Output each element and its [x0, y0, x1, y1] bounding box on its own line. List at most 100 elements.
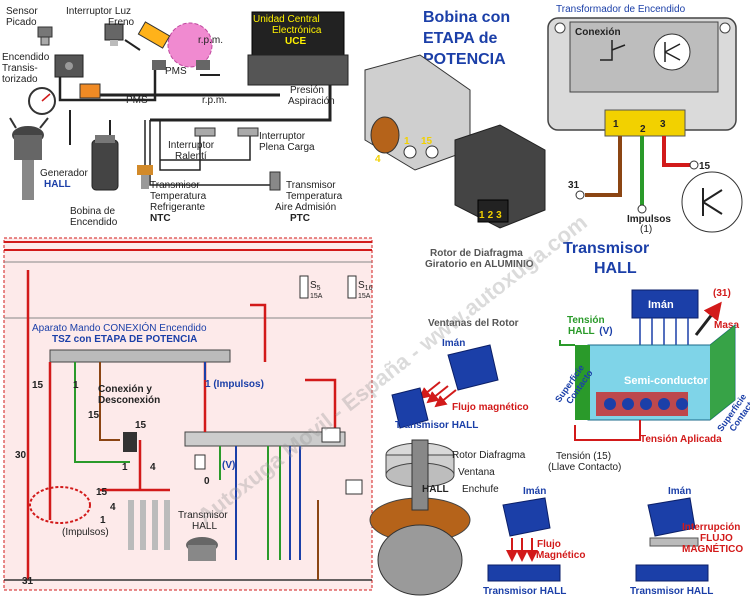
label-tension-15: Tensión (15) (Llave Contacto): [548, 451, 621, 473]
label-1-coil: 1: [122, 462, 128, 473]
label-pin-3: 3: [660, 119, 666, 130]
hall-sensor-rotor-icon: [391, 387, 429, 429]
transformador-title: Transformador de Encendido: [556, 4, 686, 15]
hall-sensor-right: [635, 564, 709, 582]
spark-plugs-icon: [128, 500, 170, 550]
label-generador-hall: Generador HALL: [40, 168, 91, 190]
coil-icon: [91, 135, 119, 191]
hall-panel: Transmisor HALL Imán (31) Masa Semi-cond…: [548, 240, 750, 473]
label-ptc: Transmisor Temperatura Aire Admisión PTC: [275, 180, 345, 224]
label-rpm-top: r.p.m.: [198, 35, 223, 46]
transformador-panel: Transformador de Encendido Conexión 1 2 …: [547, 4, 743, 235]
label-impulsos: Impulsos (1): [627, 214, 674, 235]
magnet-left-icon: [502, 497, 551, 537]
label-tension-aplicada: Tensión Aplicada: [640, 434, 722, 445]
label-conexion: Conexión: [575, 27, 621, 38]
label-15: 15: [699, 161, 711, 172]
label-pin-1: 1: [613, 119, 619, 130]
transformer-connector: [604, 109, 686, 137]
crank-gear-icon: [137, 21, 213, 70]
label-encendido: Encendido Transis- torizado: [2, 52, 52, 85]
magnet-right-icon: [647, 497, 696, 537]
idle-switch-icon: [194, 127, 216, 137]
label-hall-rotor: HALL: [422, 484, 449, 495]
label-masa: Masa: [714, 320, 739, 331]
terminal-15-icon: [425, 145, 439, 159]
label-transmisor-rotor: Transmisor HALL: [395, 420, 478, 431]
ignition-module-icon: [54, 54, 84, 78]
label-v: (V): [222, 460, 235, 471]
label-pms-mid: PMS: [126, 95, 148, 106]
coil-body: [364, 54, 471, 171]
label-plena-carga: Interruptor Plena Carga: [259, 131, 315, 153]
label-conexion-desconexion: Conexión y Desconexión: [98, 384, 160, 406]
ignition-lock-icon: [194, 454, 206, 470]
ntc-sensor-icon: [137, 165, 153, 189]
terminal-1-icon: [403, 145, 417, 159]
electrons: [604, 398, 688, 410]
flux-lines: [639, 318, 689, 345]
brake-switch-icon: [104, 23, 124, 46]
module-connector: [477, 199, 509, 223]
aparato-title: Aparato Mando CONEXIÓN Encendido TSZ con…: [32, 321, 209, 345]
flux-arrows-left: [506, 538, 538, 562]
contact-left: [575, 345, 590, 420]
label-term-1: 1: [404, 136, 410, 147]
coil-tower: [370, 116, 400, 154]
gauge-small-icon: [321, 427, 341, 443]
uce-box: [247, 11, 349, 86]
distributor-small-icon: [186, 537, 218, 561]
label-1-lower: 1: [100, 515, 106, 526]
contact-right: [710, 325, 735, 420]
sensor-small-icon: [345, 479, 363, 495]
distributor-icon: [9, 117, 49, 200]
rotor-drum-icon: [369, 439, 471, 596]
full-load-switch-icon: [237, 127, 259, 137]
label-term-4: 4: [375, 154, 381, 165]
label-ralenti: Interruptor Ralentí: [168, 140, 217, 162]
label-1: 1: [73, 380, 79, 391]
bobina-title: Bobina con ETAPA de POTENCIA: [423, 9, 515, 68]
label-iman-rotor: Imán: [442, 338, 465, 349]
label-15-mid: 15: [88, 410, 100, 421]
label-uce: Unidad Central Electrónica UCE: [253, 14, 324, 47]
label-rpm-mid: r.p.m.: [202, 95, 227, 106]
switch-symbol: [600, 40, 626, 61]
label-4-coil: 4: [150, 462, 156, 473]
label-rotor-diafragma: Rotor Diafragma: [452, 450, 526, 461]
transistor-symbol: [653, 33, 691, 71]
fuse-s5: [299, 275, 309, 299]
label-30: 30: [15, 450, 27, 461]
ptc-sensor-icon: [269, 171, 281, 191]
label-sensor-picado: Sensor Picado: [6, 6, 40, 28]
label-term-15: 15: [421, 136, 433, 147]
label-pms-top: PMS: [165, 66, 187, 77]
label-impulsos-top: 1 (Impulsos): [205, 379, 264, 390]
label-4-lower: 4: [110, 502, 116, 513]
label-pin-2: 2: [640, 124, 646, 135]
label-iman-hall: Imán: [648, 299, 674, 311]
aparato-mando-bar: [49, 349, 231, 363]
wire-15: [662, 136, 692, 167]
label-31-circuit: 31: [22, 576, 34, 587]
sensor-picado-icon: [37, 26, 53, 46]
label-ntc: Transmisor Temperatura Refrigerante NTC: [150, 180, 209, 224]
label-semiconductor: Semi-conductor: [624, 375, 708, 387]
relay-coil-icon: [123, 432, 137, 452]
engine-panel: Sensor Picado Interruptor Luz Freno Ence…: [2, 6, 349, 228]
relay-icon: [79, 83, 101, 99]
transformer-top: [569, 21, 719, 93]
label-15-coil: 15: [135, 420, 147, 431]
magnet-rotor-icon: [447, 344, 499, 391]
label-interrupcion: Interrupción FLUJO MAGNÉTICO: [682, 522, 743, 555]
transistor-icon: [681, 171, 743, 233]
gauge-icon: [28, 87, 56, 115]
label-31-hall: (31): [713, 288, 731, 299]
magnet-hall-icon: [631, 289, 699, 319]
label-bobina: Bobina de Encendido: [70, 206, 118, 228]
label-presion: Presión Aspiración: [288, 85, 335, 107]
label-31: 31: [568, 180, 580, 191]
label-ventanas: Ventanas del Rotor: [428, 318, 519, 329]
